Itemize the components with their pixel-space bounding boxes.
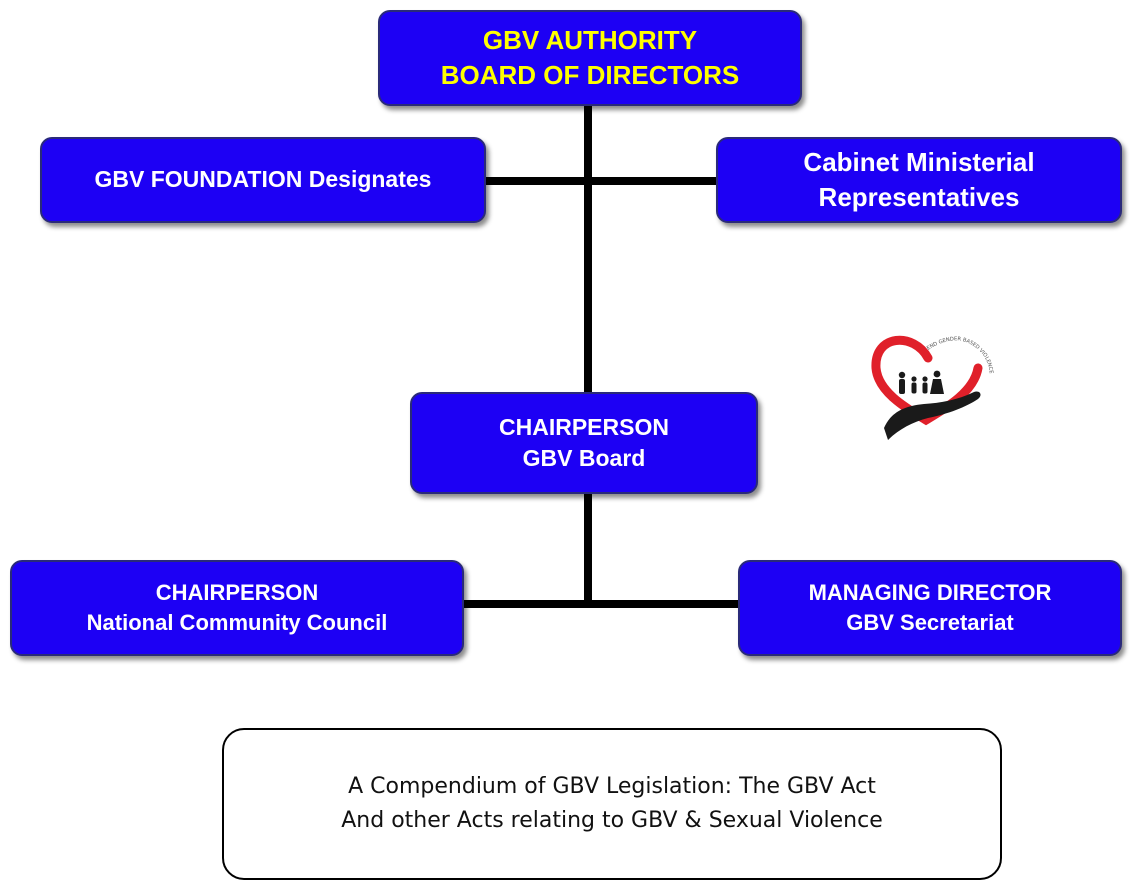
chair-board-line2: GBV Board	[522, 445, 646, 471]
connector-horizontal-bottom	[462, 600, 740, 608]
svg-text:END GENDER BASED VIOLENCE: END GENDER BASED VIOLENCE	[926, 336, 994, 374]
foundation-label: GBV FOUNDATION Designates	[94, 166, 432, 193]
authority-board-box: GBV AUTHORITY BOARD OF DIRECTORS	[378, 10, 802, 106]
chair-council-line2: National Community Council	[86, 610, 388, 635]
gbv-foundation-box: GBV FOUNDATION Designates	[40, 137, 486, 223]
gbv-logo: END GENDER BASED VIOLENCE	[871, 335, 994, 440]
managing-director-line2: GBV Secretariat	[846, 610, 1014, 635]
compendium-note: A Compendium of GBV Legislation: The GBV…	[222, 728, 1002, 880]
managing-director-box: MANAGING DIRECTOR GBV Secretariat	[738, 560, 1122, 656]
family-icon	[898, 370, 944, 394]
hand-icon	[884, 391, 981, 440]
compendium-line1: A Compendium of GBV Legislation: The GBV…	[348, 773, 876, 799]
chairperson-board-box: CHAIRPERSON GBV Board	[410, 392, 758, 494]
cabinet-label-line1: Cabinet Ministerial	[803, 146, 1035, 177]
chair-council-line1: CHAIRPERSON	[155, 580, 319, 606]
compendium-line2: And other Acts relating to GBV & Sexual …	[341, 808, 883, 833]
connector-vertical-top	[584, 104, 592, 394]
chair-board-line1: CHAIRPERSON	[499, 413, 669, 440]
connector-horizontal-top	[484, 177, 718, 185]
cabinet-label-line2: Representatives	[818, 182, 1020, 212]
managing-director-line1: MANAGING DIRECTOR	[808, 580, 1052, 606]
chairperson-council-box: CHAIRPERSON National Community Council	[10, 560, 464, 656]
cabinet-ministerial-box: Cabinet Ministerial Representatives	[716, 137, 1122, 223]
authority-title-line1: GBV AUTHORITY	[482, 24, 698, 55]
connector-vertical-bottom	[584, 494, 592, 606]
authority-title-line2: BOARD OF DIRECTORS	[440, 60, 740, 90]
